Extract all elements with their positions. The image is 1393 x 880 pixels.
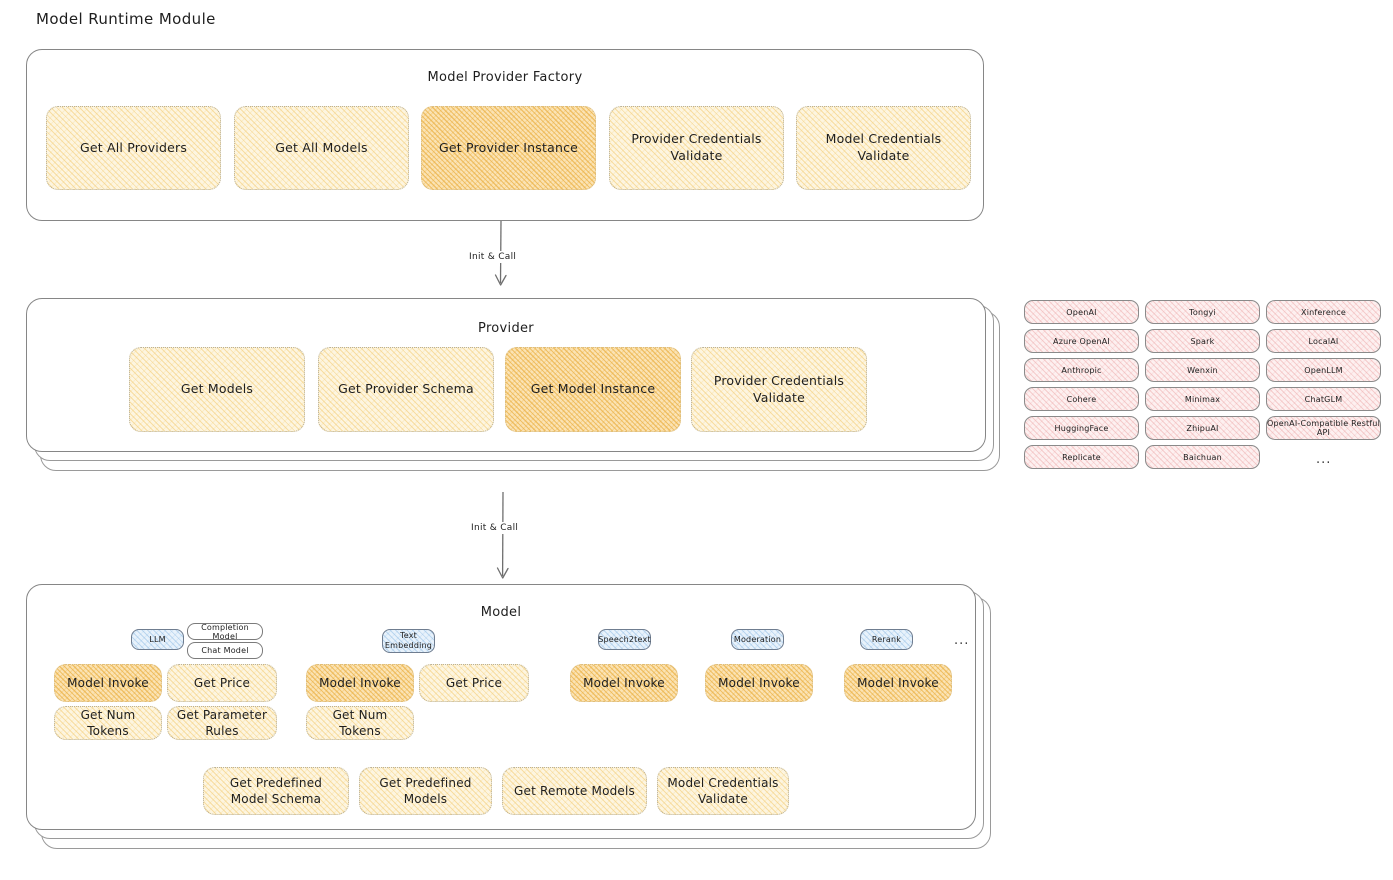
provider-method-get-models[interactable]: Get Models <box>129 347 305 432</box>
speech2text-method-model-invoke[interactable]: Model Invoke <box>570 664 678 702</box>
provider-pill-xinference[interactable]: Xinference <box>1266 300 1381 324</box>
factory-method-get-all-providers[interactable]: Get All Providers <box>46 106 221 190</box>
provider-pill-minimax[interactable]: Minimax <box>1145 387 1260 411</box>
model-type-pill-speech2text[interactable]: Speech2text <box>598 629 651 650</box>
provider-pill-anthropic[interactable]: Anthropic <box>1024 358 1139 382</box>
provider-list: OpenAI Azure OpenAI Anthropic Cohere Hug… <box>1024 300 1381 475</box>
model-title: Model <box>480 605 522 620</box>
factory-method-model-credentials-validate[interactable]: Model Credentials Validate <box>796 106 971 190</box>
provider-method-get-provider-schema[interactable]: Get Provider Schema <box>318 347 494 432</box>
model-shared-method-get-remote-models[interactable]: Get Remote Models <box>502 767 647 815</box>
provider-pill-azure-openai[interactable]: Azure OpenAI <box>1024 329 1139 353</box>
factory-method-get-all-models[interactable]: Get All Models <box>234 106 409 190</box>
model-shared-method-get-predefined-models[interactable]: Get Predefined Models <box>359 767 492 815</box>
model-container: Model LLM Completion Model Chat Model Mo… <box>26 584 976 830</box>
page-title: Model Runtime Module <box>36 10 216 28</box>
model-provider-factory-container: Model Provider Factory Get All Providers… <box>26 49 984 221</box>
provider-container: Provider Get Models Get Provider Schema … <box>26 298 986 452</box>
provider-pill-localai[interactable]: LocalAI <box>1266 329 1381 353</box>
provider-pill-openai[interactable]: OpenAI <box>1024 300 1139 324</box>
model-shared-method-model-credentials-validate[interactable]: Model Credentials Validate <box>657 767 789 815</box>
factory-method-provider-credentials-validate[interactable]: Provider Credentials Validate <box>609 106 784 190</box>
provider-pill-wenxin[interactable]: Wenxin <box>1145 358 1260 382</box>
provider-pill-replicate[interactable]: Replicate <box>1024 445 1139 469</box>
model-type-pill-text-embedding[interactable]: Text Embedding <box>382 629 435 653</box>
provider-list-more-ellipsis: ... <box>1316 452 1332 467</box>
model-provider-factory-title: Model Provider Factory <box>427 70 583 85</box>
provider-title: Provider <box>478 321 534 336</box>
provider-method-provider-credentials-validate[interactable]: Provider Credentials Validate <box>691 347 867 432</box>
model-subtype-pill-completion-model[interactable]: Completion Model <box>187 623 263 641</box>
provider-pill-spark[interactable]: Spark <box>1145 329 1260 353</box>
rerank-method-model-invoke[interactable]: Model Invoke <box>844 664 952 702</box>
factory-method-get-provider-instance[interactable]: Get Provider Instance <box>421 106 596 190</box>
llm-method-get-price[interactable]: Get Price <box>167 664 277 702</box>
provider-pill-cohere[interactable]: Cohere <box>1024 387 1139 411</box>
model-shared-method-get-predefined-model-schema[interactable]: Get Predefined Model Schema <box>203 767 349 815</box>
provider-pill-zhipuai[interactable]: ZhipuAI <box>1145 416 1260 440</box>
provider-pill-tongyi[interactable]: Tongyi <box>1145 300 1260 324</box>
text-embedding-method-get-price[interactable]: Get Price <box>419 664 529 702</box>
model-type-pill-moderation[interactable]: Moderation <box>731 629 784 650</box>
llm-method-model-invoke[interactable]: Model Invoke <box>54 664 162 702</box>
text-embedding-method-model-invoke[interactable]: Model Invoke <box>306 664 414 702</box>
provider-method-get-model-instance[interactable]: Get Model Instance <box>505 347 681 432</box>
moderation-method-model-invoke[interactable]: Model Invoke <box>705 664 813 702</box>
arrow-2-icon <box>496 491 509 579</box>
model-type-pill-llm[interactable]: LLM <box>131 629 184 650</box>
arrow-provider-to-model: Init & Call <box>468 491 540 586</box>
arrow-2-label: Init & Call <box>468 522 522 534</box>
provider-pill-openai-compatible-restful-api[interactable]: OpenAI-Compatible Restful API <box>1266 416 1381 440</box>
text-embedding-method-get-num-tokens[interactable]: Get Num Tokens <box>306 706 414 740</box>
model-subtype-pill-chat-model[interactable]: Chat Model <box>187 642 263 659</box>
arrow-factory-to-provider: Init & Call <box>466 220 540 293</box>
llm-method-get-parameter-rules[interactable]: Get Parameter Rules <box>167 706 277 740</box>
model-type-pill-rerank[interactable]: Rerank <box>860 629 913 650</box>
provider-pill-chatglm[interactable]: ChatGLM <box>1266 387 1381 411</box>
provider-pill-huggingface[interactable]: HuggingFace <box>1024 416 1139 440</box>
arrow-1-label: Init & Call <box>466 251 520 263</box>
llm-method-get-num-tokens[interactable]: Get Num Tokens <box>54 706 162 740</box>
provider-pill-openllm[interactable]: OpenLLM <box>1266 358 1381 382</box>
provider-pill-baichuan[interactable]: Baichuan <box>1145 445 1260 469</box>
model-types-more-ellipsis: ... <box>954 633 970 648</box>
